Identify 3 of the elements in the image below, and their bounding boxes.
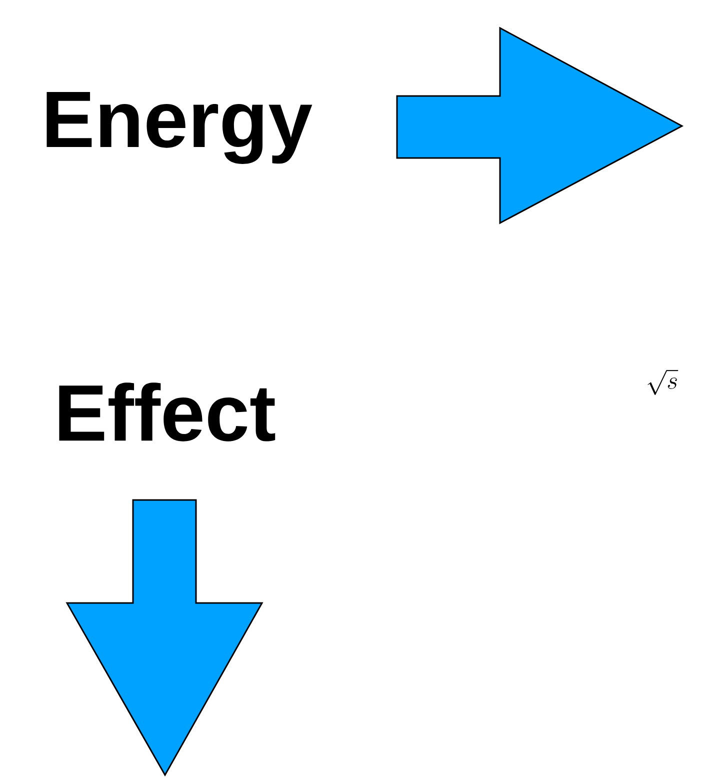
heading: Energy [46,92,312,164]
heading: Effect [59,382,276,442]
formula: $\sqrt{s}$ [648,370,678,395]
